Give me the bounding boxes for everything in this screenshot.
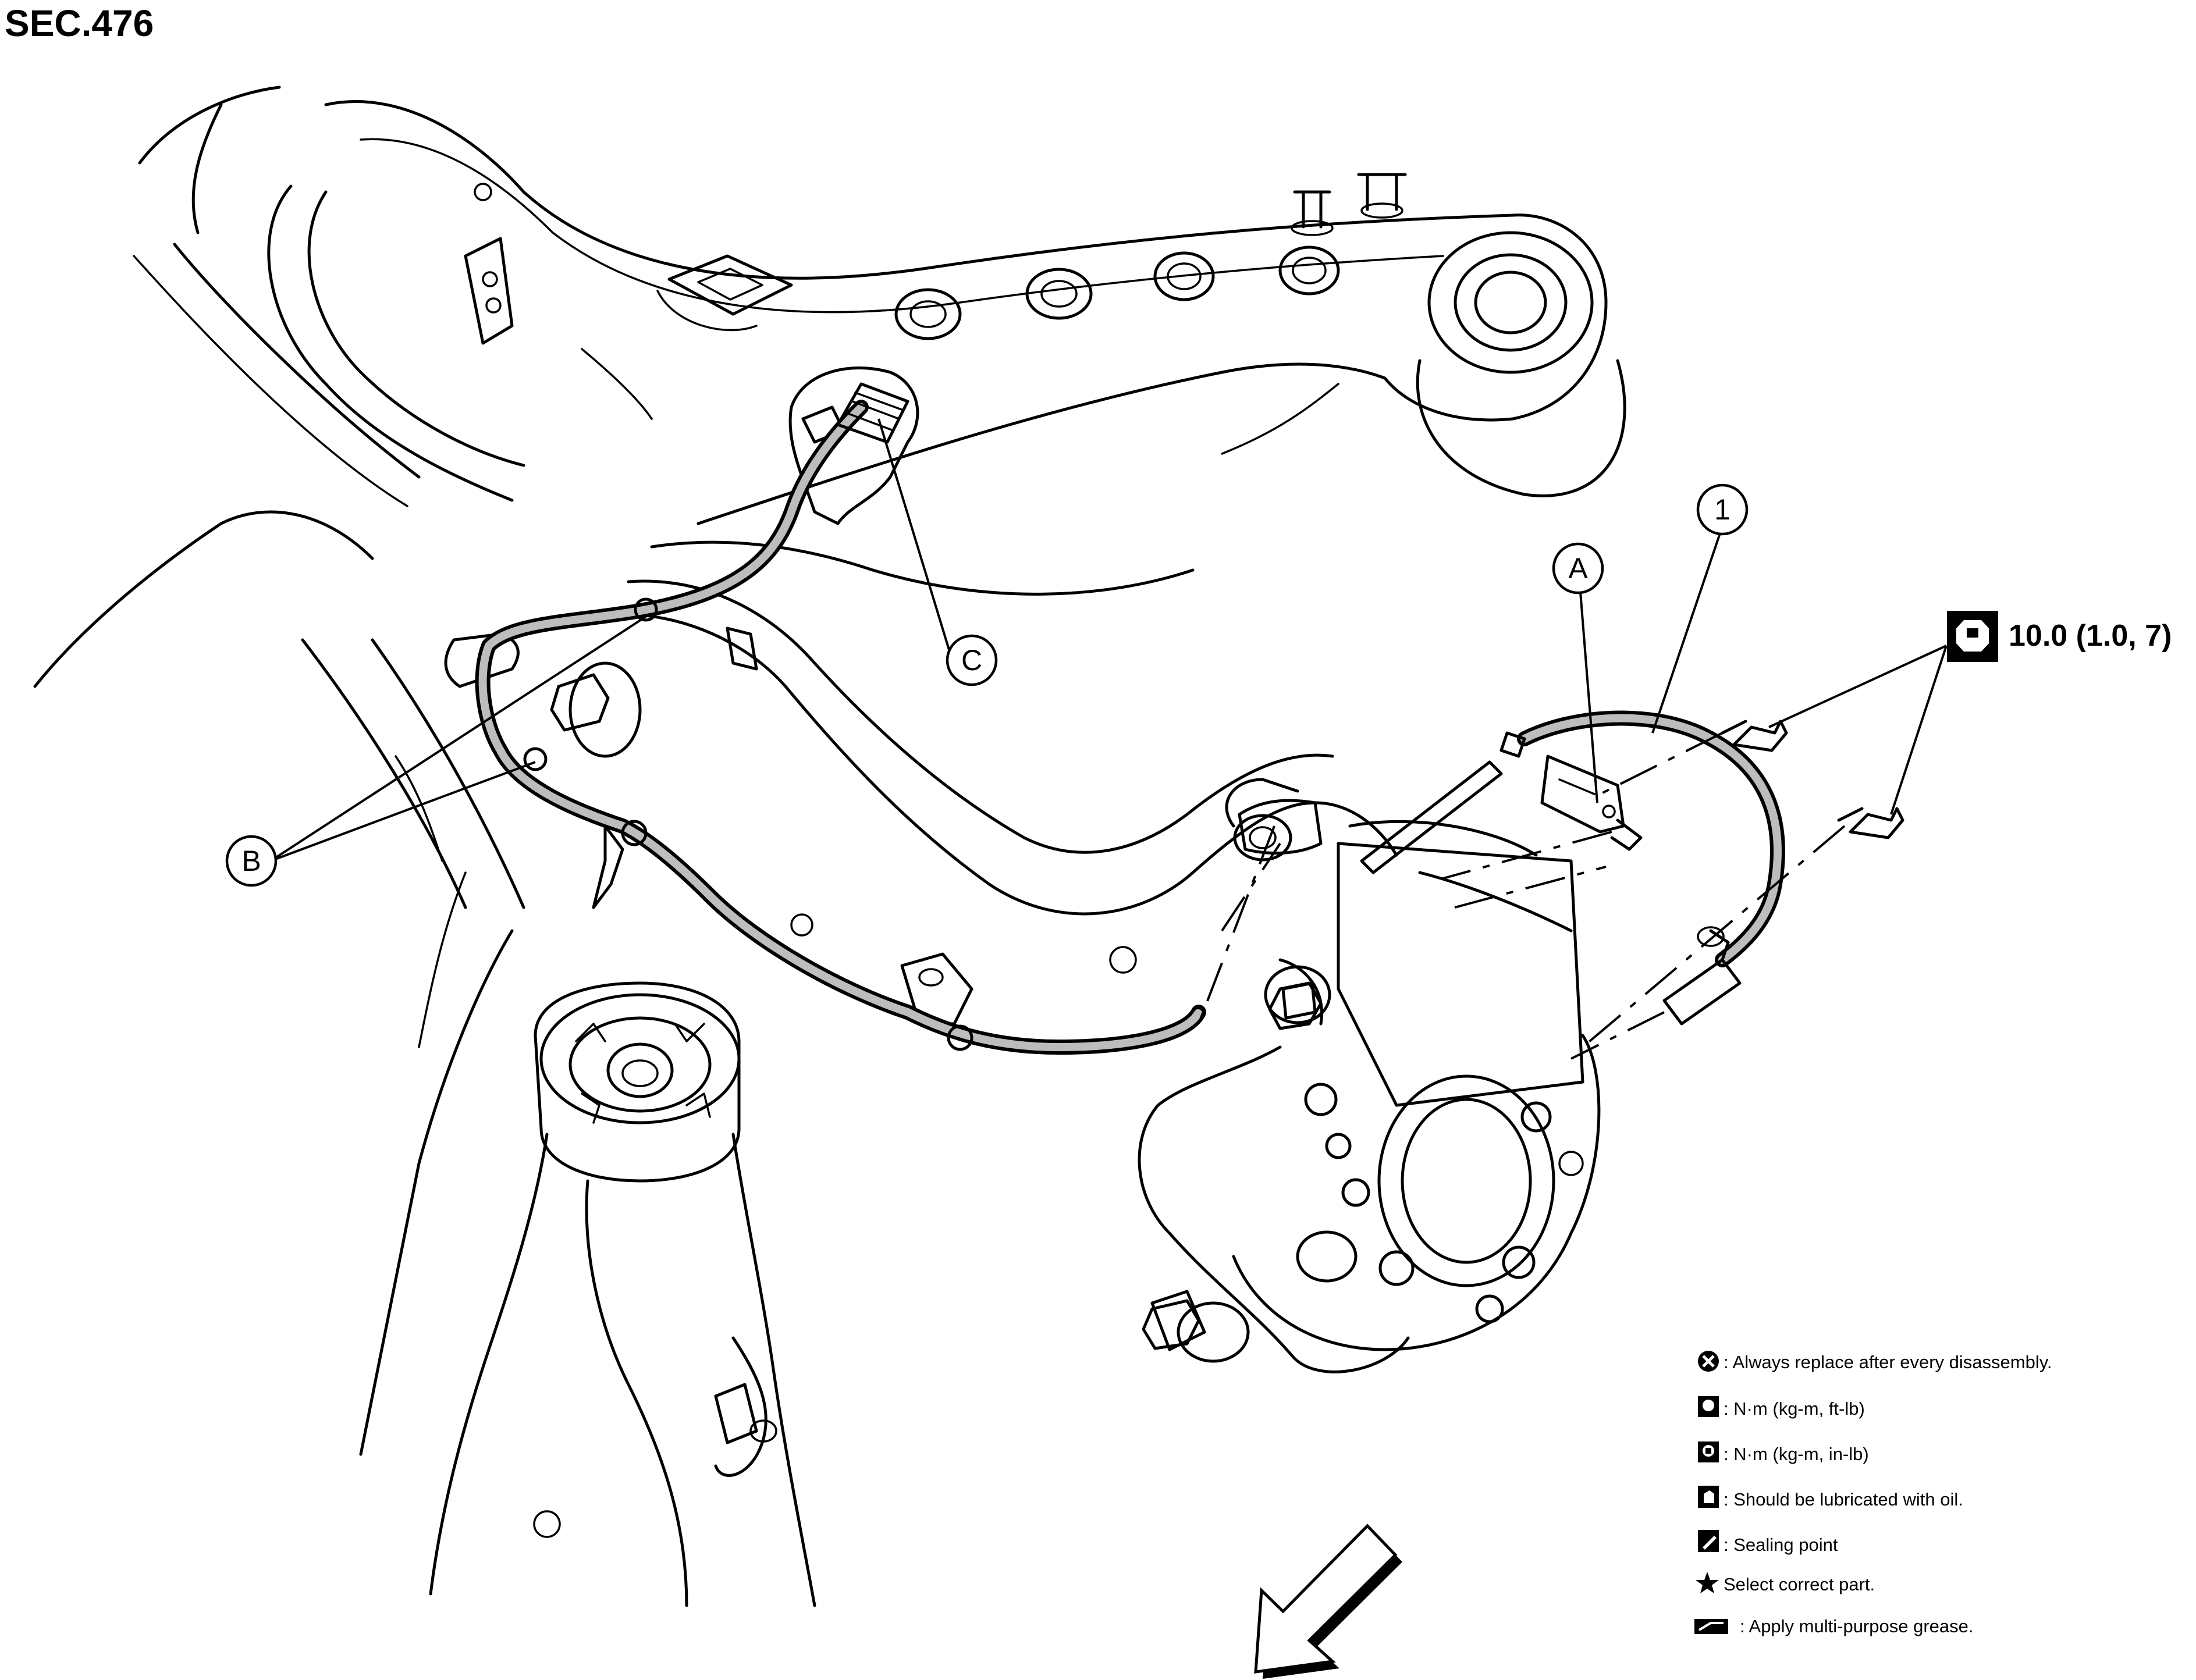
- star-icon: [1696, 1572, 1719, 1593]
- callout-c: C: [946, 634, 998, 686]
- axle-housing: [1138, 778, 1601, 1373]
- suspension-member: [33, 86, 1626, 974]
- callout-b-label: B: [241, 845, 261, 877]
- callout-b: B: [225, 835, 278, 887]
- lower-arm: [301, 638, 816, 1607]
- legend-item: : Apply multi-purpose grease.: [1694, 1616, 1974, 1636]
- legend-item: : Always replace after every disassembly…: [1698, 1351, 2052, 1372]
- torque-ft-lb-icon: [1698, 1396, 1719, 1417]
- front-arrow-icon: [1254, 1524, 1402, 1679]
- callout-leaders: [269, 418, 1948, 862]
- legend-text: : Sealing point: [1724, 1535, 1838, 1555]
- torque-value: 10.0 (1.0, 7): [2009, 619, 2172, 653]
- legend-item: : Sealing point: [1698, 1530, 1838, 1555]
- mounting-bolts: [550, 661, 1323, 1350]
- oil-lubricate-icon: [1698, 1486, 1719, 1508]
- torque-spec: 10.0 (1.0, 7): [1947, 611, 2172, 662]
- callout-a: A: [1552, 542, 1604, 595]
- sensor-harness: [475, 382, 1904, 1055]
- legend-text: : Apply multi-purpose grease.: [1740, 1616, 1974, 1636]
- legend-item: : Should be lubricated with oil.: [1698, 1486, 1963, 1510]
- torque-wrench-icon: [1947, 611, 1998, 662]
- callout-1-label: 1: [1714, 493, 1730, 526]
- legend-item: : N·m (kg-m, in-lb): [1698, 1441, 1869, 1464]
- sealing-point-icon: [1698, 1530, 1719, 1552]
- assembly-lines: [1198, 732, 1846, 1060]
- legend-item: Select correct part.: [1696, 1572, 1875, 1594]
- legend-text: : Should be lubricated with oil.: [1724, 1489, 1963, 1510]
- legend-text: : Always replace after every disassembly…: [1724, 1352, 2052, 1372]
- callout-a-label: A: [1568, 552, 1588, 585]
- legend-text: : N·m (kg-m, ft-lb): [1724, 1398, 1865, 1419]
- callout-1: 1: [1696, 483, 1749, 536]
- section-title: SEC.476: [5, 2, 154, 44]
- legend-text: Select correct part.: [1724, 1574, 1875, 1594]
- always-replace-icon: [1698, 1351, 1719, 1372]
- grease-icon: [1694, 1619, 1728, 1634]
- torque-in-lb-icon: [1698, 1441, 1719, 1462]
- legend-item: : N·m (kg-m, ft-lb): [1698, 1396, 1865, 1419]
- callout-c-label: C: [961, 644, 982, 677]
- legend: : Always replace after every disassembly…: [1694, 1351, 2052, 1636]
- legend-text: : N·m (kg-m, in-lb): [1724, 1444, 1869, 1464]
